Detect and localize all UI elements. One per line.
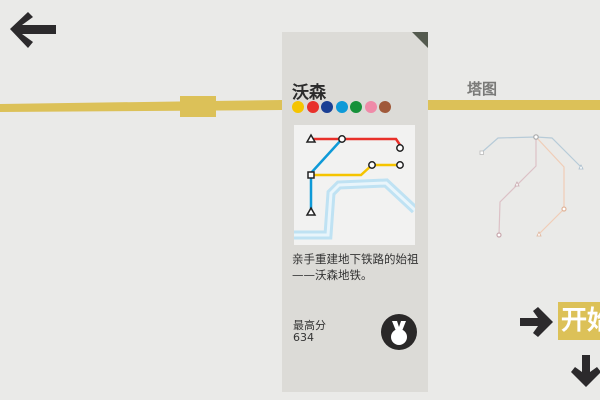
arrow-down-icon[interactable] <box>571 355 600 387</box>
line-color-dot <box>292 101 304 113</box>
station-triangle <box>305 133 317 143</box>
city-name: 沃森 <box>292 83 326 103</box>
back-button[interactable] <box>10 12 56 48</box>
yellow-line-left <box>0 100 282 112</box>
card-fold-corner <box>412 32 428 48</box>
yellow-line <box>311 163 400 177</box>
station-circle <box>396 161 404 169</box>
station-circle <box>396 144 404 152</box>
medal-icon <box>381 314 417 350</box>
arrow-right-icon[interactable] <box>520 307 553 337</box>
next-city-name[interactable]: 塔图 <box>467 80 498 98</box>
station-square <box>307 171 315 179</box>
high-score-label: 最高分 <box>293 319 326 332</box>
line-color-dot <box>306 101 319 113</box>
station-circle <box>338 135 346 143</box>
yellow-line-station <box>180 96 216 117</box>
city-description: 亲手重建地下铁路的始祖——沃森地铁。 <box>292 252 419 282</box>
city-map-preview <box>294 125 415 245</box>
yellow-line-right <box>428 100 600 110</box>
high-score-value: 634 <box>293 331 314 344</box>
station-circle <box>368 161 376 169</box>
line-color-dot <box>364 101 377 113</box>
station-triangle <box>305 206 317 216</box>
line-color-dot <box>335 101 348 113</box>
line-color-dot <box>321 101 333 113</box>
line-color-dot <box>379 101 391 113</box>
next-city-map-preview <box>479 134 584 238</box>
start-button[interactable]: 开始 <box>558 302 600 340</box>
line-color-dot <box>350 101 362 113</box>
arrow-left-icon[interactable] <box>10 12 56 48</box>
line-colors <box>292 101 391 113</box>
city-card[interactable]: 沃森 亲手重建地下铁路的始祖——沃森地铁。 最高分 634 <box>282 32 428 392</box>
